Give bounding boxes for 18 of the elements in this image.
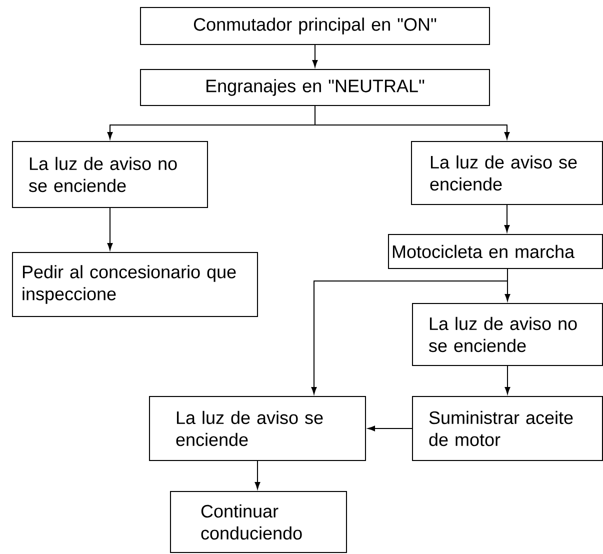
process-box: La luz de aviso no se enciende [412,303,603,366]
arrow [504,366,510,394]
process-box: La luz de aviso no se enciende [12,141,208,208]
process-box: Suministrar aceite de motor [412,396,603,461]
arrow [311,268,508,394]
arrow [504,204,510,232]
arrow [107,208,113,250]
arrow [312,44,318,68]
process-box: Continuar conduciendo [170,491,347,553]
process-box: Conmutador principal en "ON" [140,7,490,45]
process-box: Motocicleta en marcha [388,234,603,269]
process-box: Pedir al concesionario que inspeccione [12,252,258,317]
process-box: Engranajes en "NEUTRAL" [140,69,490,106]
arrow [368,426,412,432]
arrow [314,106,510,140]
process-box: La luz de aviso se enciende [149,396,366,461]
process-box: La luz de aviso se enciende [411,141,603,205]
arrow [254,460,260,490]
